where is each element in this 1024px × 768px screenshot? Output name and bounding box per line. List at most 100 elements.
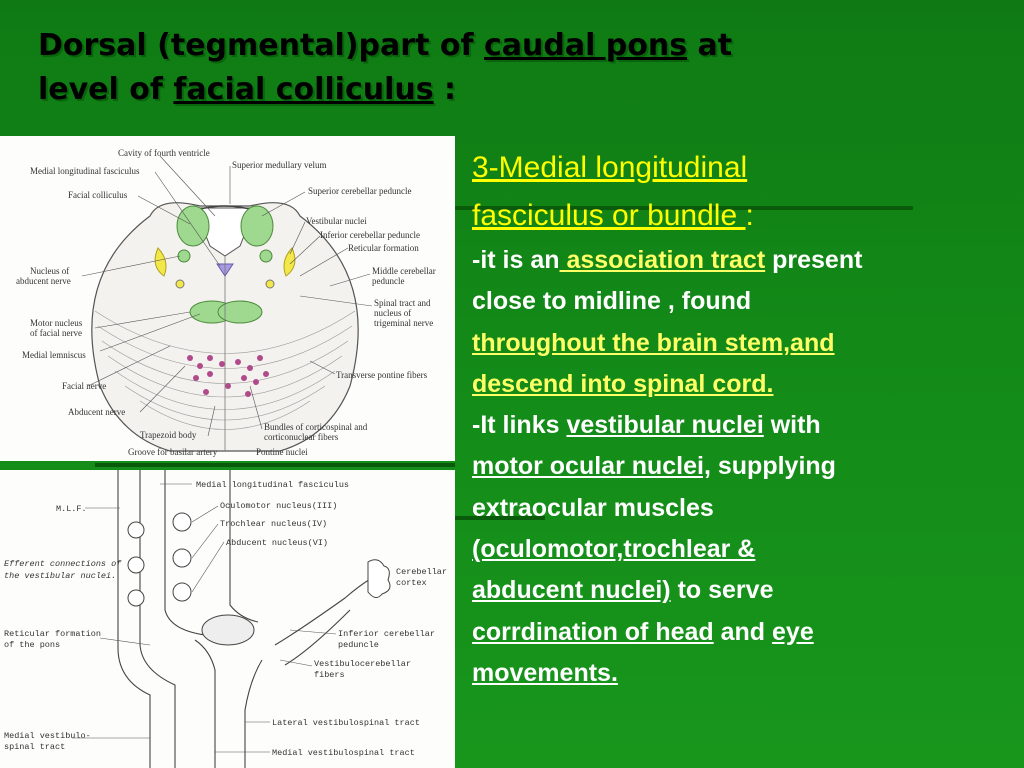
label-trochlear-nucleus: Trochlear nucleus(IV)	[220, 519, 327, 529]
label-inferior-peduncle-bottom: peduncle	[338, 640, 379, 650]
label-mlf: Medial longitudinal fasciculus	[30, 166, 140, 176]
label-superior-velum: Superior medullary velum	[232, 160, 326, 170]
body-line: extraocular muscles	[472, 488, 1012, 529]
label-spinal-tract: Spinal tract and	[374, 298, 431, 308]
label-reticular-pons: of the pons	[4, 640, 60, 650]
body-line: abducent nuclei) to serve	[472, 570, 1012, 611]
label-cavity-fourth-ventricle: Cavity of fourth ventricle	[118, 148, 210, 158]
cerebellar-cortex-shape	[367, 559, 391, 598]
body-line: -it is an association tract present	[472, 240, 1012, 281]
body-line: motor ocular nuclei, supplying	[472, 446, 1012, 487]
title-underlined-facial-colliculus: facial colliculus	[173, 72, 434, 107]
heading-colon: :	[745, 199, 754, 232]
label-pontine-nuclei: Pontine nuclei	[256, 447, 308, 457]
label-middle-peduncle: peduncle	[372, 276, 404, 286]
label-facial-colliculus: Facial colliculus	[68, 190, 128, 200]
underlined-coordination-head: corrdination of head	[472, 617, 714, 646]
underlined-abducent-nuclei: abducent nuclei)	[472, 576, 671, 605]
pons-cross-section-diagram: Cavity of fourth ventricle Medial longit…	[0, 136, 455, 461]
body-line: corrdination of head and eye	[472, 612, 1012, 653]
small-nucleus-right	[265, 279, 275, 289]
title-text: Dorsal (tegmental)part of	[38, 28, 484, 63]
body-text: -It links	[472, 411, 567, 440]
underlined-eye: eye	[772, 617, 814, 646]
label-vestibulocerebellar: Vestibulocerebellar	[314, 659, 411, 669]
facial-colliculus-left	[176, 205, 210, 247]
slide-title: Dorsal (tegmental)part of caudal pons at…	[38, 24, 998, 112]
highlight-throughout-brain-stem: throughout the brain stem,and	[472, 328, 835, 357]
label-medial-vestibulospinal: Medial vestibulo-	[4, 731, 91, 741]
label-vestibular-nuclei: Vestibular nuclei	[306, 216, 367, 226]
highlight-spinal-cord: descend into spinal cord.	[472, 369, 774, 398]
label-facial-nerve: Facial nerve	[62, 381, 106, 391]
body-text: present	[765, 246, 863, 274]
heading-text: fasciculus or bundle	[472, 199, 746, 232]
abducent-nucleus-left	[177, 249, 191, 263]
label-abducent-nucleus: Nucleus of	[30, 266, 69, 276]
label-cerebellar-cortex: Cerebellar	[396, 567, 447, 577]
body-text: -it is an	[472, 246, 560, 274]
title-line-2: level of facial colliculus :	[38, 68, 998, 112]
leader-lines	[81, 155, 373, 437]
label-reticular-pons: Reticular formation	[4, 629, 101, 639]
label-motor-facial: Motor nucleus	[30, 318, 83, 328]
body-text: close to midline , found	[472, 287, 752, 316]
heading-text: 3-Medial longitudinal	[472, 151, 748, 184]
highlight-association-tract: association tract	[559, 246, 766, 274]
title-line-1: Dorsal (tegmental)part of caudal pons at	[38, 24, 998, 68]
body-line: -It links vestibular nuclei with	[472, 405, 1012, 446]
label-medial-vestibulospinal-full: Medial vestibulospinal tract	[272, 748, 415, 758]
label-lateral-vestibulospinal: Lateral vestibulospinal tract	[272, 718, 420, 728]
facial-colliculus-right	[240, 205, 274, 247]
label-vestibulocerebellar: fibers	[314, 670, 345, 680]
underlined-movements: movements.	[472, 658, 618, 687]
title-underlined-caudal-pons: caudal pons	[483, 28, 688, 63]
label-corticospinal-bundles: Bundles of corticospinal and	[264, 422, 368, 432]
label-middle-peduncle: Middle cerebellar	[372, 266, 436, 276]
body-line: throughout the brain stem,and	[472, 323, 1012, 364]
body-line: (oculomotor,trochlear &	[472, 529, 1012, 570]
leader-lines-bottom	[72, 483, 337, 753]
label-spinal-tract: trigeminal nerve	[374, 318, 433, 328]
underlined-motor-ocular-nuclei: motor ocular nuclei,	[472, 452, 711, 481]
heading-line: fasciculus or bundle :	[472, 192, 1012, 240]
heading-line: 3-Medial longitudinal	[472, 144, 1012, 192]
body-text: supplying	[710, 452, 836, 481]
body-text: extraocular muscles	[472, 493, 714, 522]
label-abducent-nucleus-bottom: Abducent nucleus(VI)	[226, 538, 328, 548]
body-line: close to midline , found	[472, 281, 1012, 322]
title-text: at	[687, 28, 733, 63]
body-line: movements.	[472, 653, 1012, 694]
body-text: and	[713, 617, 773, 646]
underlined-oculomotor-trochlear: (oculomotor,trochlear &	[472, 535, 756, 564]
abducent-nucleus-right	[259, 249, 273, 263]
label-trapezoid-body: Trapezoid body	[140, 430, 197, 440]
label-cerebellar-cortex: cortex	[396, 578, 427, 588]
slide-body-text: 3-Medial longitudinal fasciculus or bund…	[472, 144, 1012, 694]
vestibular-nucleus-left	[154, 247, 167, 277]
corticospinal-bundles	[187, 355, 269, 397]
label-mlf-abbr: M.L.F.	[56, 504, 87, 514]
medial-lemniscus-right	[217, 300, 263, 324]
label-transverse-fibers: Transverse pontine fibers	[336, 370, 428, 380]
accent-bar	[455, 516, 545, 520]
label-oculomotor-nucleus: Oculomotor nucleus(III)	[220, 501, 337, 511]
label-motor-facial: of facial nerve	[30, 328, 82, 338]
label-efferent-caption: the vestibular nuclei.	[4, 571, 116, 581]
body-text: to serve	[670, 576, 774, 605]
accent-bar	[95, 463, 455, 467]
vestibular-complex	[201, 614, 255, 646]
body-line: descend into spinal cord.	[472, 364, 1012, 405]
label-corticospinal-bundles: corticonuclear fibers	[264, 432, 339, 442]
underlined-vestibular-nuclei: vestibular nuclei	[566, 411, 764, 440]
label-medial-vestibulospinal: spinal tract	[4, 742, 65, 752]
title-text: level of	[38, 72, 174, 107]
label-inferior-peduncle: Inferior cerebellar peduncle	[320, 230, 420, 240]
label-reticular-formation: Reticular formation	[348, 243, 419, 253]
label-abducent-nerve: Abducent nerve	[68, 407, 125, 417]
label-efferent-caption: Efferent connections of	[4, 559, 122, 569]
label-superior-peduncle: Superior cerebellar peduncle	[308, 186, 411, 196]
brainstem-outlines	[117, 470, 373, 768]
accent-bar	[455, 206, 913, 210]
pons-cross-section-svg: Cavity of fourth ventricle Medial longit…	[16, 148, 436, 457]
